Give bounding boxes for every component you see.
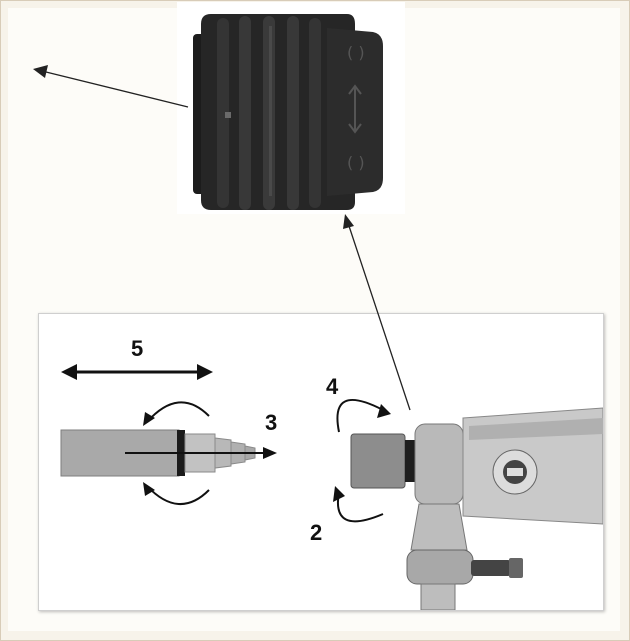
double-arrow-5-icon xyxy=(61,364,213,380)
rotate-arrow-4-icon xyxy=(336,399,391,433)
extension-rod-icon xyxy=(60,429,277,477)
diagram-drawing xyxy=(60,364,603,610)
label-3: 3 xyxy=(265,410,278,435)
label-2: 2 xyxy=(310,520,323,545)
chuck-cap-icon: ( ) ( ) xyxy=(193,14,383,210)
svg-text:( ): ( ) xyxy=(347,153,365,172)
label-4: 4 xyxy=(326,374,339,399)
svg-text:( ): ( ) xyxy=(347,43,365,62)
rotate-arrow-2-icon xyxy=(333,486,384,523)
cap-on-drill-icon xyxy=(350,433,415,489)
label-5: 5 xyxy=(131,336,144,361)
rotate-arrow-bottom-icon xyxy=(143,482,210,506)
assembly-diagram: 5 3 4 2 xyxy=(38,313,604,611)
rotary-hammer-drill-icon xyxy=(406,407,603,610)
rotate-arrow-top-icon xyxy=(143,401,210,426)
chuck-cap-photo: ( ) ( ) xyxy=(177,2,405,214)
